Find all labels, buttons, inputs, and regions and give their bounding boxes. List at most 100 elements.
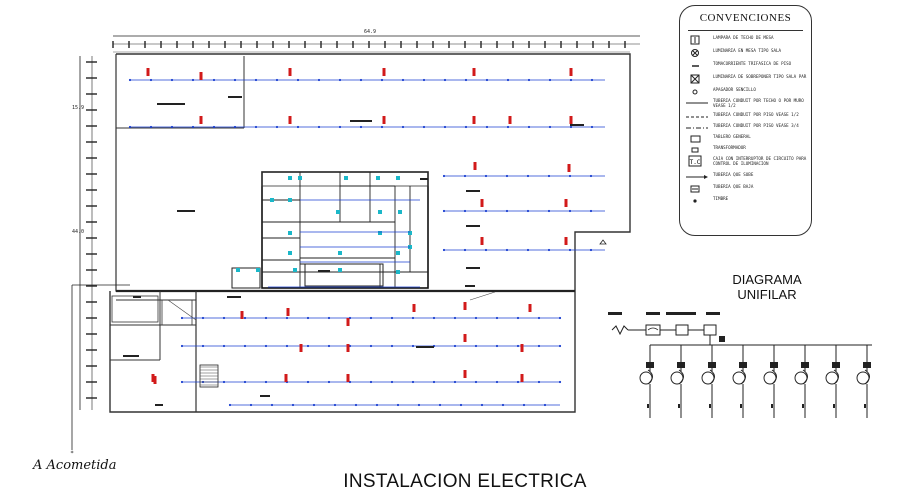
circuit-point bbox=[275, 78, 279, 82]
circuit-point bbox=[296, 78, 300, 82]
legend-item: TUBERIA QUE SUBE bbox=[684, 171, 809, 184]
circuit-point bbox=[312, 403, 316, 407]
branch-label-mark bbox=[801, 362, 809, 368]
circuit-point bbox=[464, 125, 468, 129]
circuit-point bbox=[338, 78, 342, 82]
legend-item: TUBERIA CONDUIT POR TECHO O POR MURO VEA… bbox=[684, 97, 809, 110]
legend-item-text: LUMINARIA EN MESA TIPO SALA bbox=[713, 48, 782, 53]
circuit-point bbox=[380, 125, 384, 129]
light-fixture bbox=[299, 344, 303, 352]
diagram-title-line2: UNIFILAR bbox=[737, 287, 797, 302]
building-outer-wall bbox=[116, 53, 631, 291]
light-fixture bbox=[508, 116, 512, 124]
legend-item: TUBERIA CONDUIT POR PISO VEASE 3/4 bbox=[684, 122, 809, 135]
legend-item: TABLERO GENERAL bbox=[684, 133, 809, 146]
legend-item: LUMINARIA DE SOBREPONER TIPO SALA PAR bbox=[684, 73, 809, 86]
plan-label-mark bbox=[260, 395, 270, 397]
legend-item-text: TUBERIA CONDUIT POR PISO VEASE 1/2 bbox=[713, 112, 799, 117]
core-fixture bbox=[336, 210, 340, 214]
door-swing bbox=[167, 299, 197, 321]
circuit-point bbox=[327, 316, 331, 320]
core-fixture bbox=[344, 176, 348, 180]
circuit-point bbox=[453, 344, 457, 348]
circuit-point bbox=[254, 125, 258, 129]
circuit-point bbox=[547, 209, 551, 213]
circuit-point bbox=[390, 316, 394, 320]
circuit-point bbox=[264, 316, 268, 320]
dash-icon bbox=[686, 60, 708, 73]
arrow-line-icon bbox=[686, 171, 708, 184]
legend-item-text: TUBERIA QUE BAJA bbox=[713, 184, 754, 189]
circuit-point bbox=[443, 125, 447, 129]
circuit-point bbox=[401, 78, 405, 82]
circuit-point bbox=[495, 316, 499, 320]
building-lower-wall bbox=[109, 291, 576, 413]
circuit-point bbox=[306, 316, 310, 320]
circuit-point bbox=[505, 248, 509, 252]
circuit-point bbox=[396, 403, 400, 407]
circuit-point bbox=[285, 344, 289, 348]
branch-breaker-arc bbox=[802, 369, 808, 385]
core-fixture bbox=[288, 176, 292, 180]
circuit-point bbox=[505, 209, 509, 213]
light-fixture bbox=[284, 374, 288, 382]
core-fixture bbox=[270, 198, 274, 202]
circuit-point bbox=[485, 125, 489, 129]
plan-label-mark bbox=[466, 225, 480, 227]
circuit-point bbox=[474, 316, 478, 320]
core-fixture bbox=[396, 270, 400, 274]
branch-label-mark bbox=[863, 362, 871, 368]
legend-item-text: TABLERO GENERAL bbox=[713, 134, 751, 139]
plan-label-mark bbox=[133, 296, 141, 298]
small-rect-icon bbox=[686, 144, 708, 157]
diagram-label-mark bbox=[646, 312, 660, 315]
door-swing bbox=[469, 291, 496, 301]
circuit-point bbox=[495, 344, 499, 348]
circuit-point bbox=[212, 78, 216, 82]
small-circle-icon bbox=[686, 86, 708, 99]
circuit-point bbox=[149, 125, 153, 129]
legend-item-text: LUMINARIA DE SOBREPONER TIPO SALA PAR bbox=[713, 74, 807, 79]
circuit-point bbox=[338, 125, 342, 129]
acometida-marker: * bbox=[70, 450, 74, 457]
circuit-point bbox=[522, 403, 526, 407]
light-fixture bbox=[199, 116, 203, 124]
circuit-point bbox=[243, 316, 247, 320]
dot-icon bbox=[686, 195, 708, 208]
diagram-label-mark bbox=[608, 312, 622, 315]
transformer-symbol bbox=[611, 325, 629, 336]
legend-item-text: APAGADOR SENCILLO bbox=[713, 87, 756, 92]
branch-breaker-arc bbox=[678, 369, 684, 385]
circuit-point bbox=[484, 248, 488, 252]
circuit-point bbox=[243, 380, 247, 384]
circuit-point bbox=[417, 403, 421, 407]
diagram-title-line1: DIAGRAMA bbox=[732, 272, 802, 287]
circuit-point bbox=[228, 403, 232, 407]
plan-label-mark bbox=[466, 190, 480, 192]
circuit-point bbox=[474, 380, 478, 384]
circuit-point bbox=[537, 344, 541, 348]
core-fixture bbox=[288, 251, 292, 255]
circuit-point bbox=[411, 380, 415, 384]
panel-symbol bbox=[719, 336, 725, 342]
circuit-point bbox=[453, 380, 457, 384]
circuit-point bbox=[254, 78, 258, 82]
light-fixture bbox=[569, 116, 573, 124]
plan-label-mark bbox=[350, 120, 372, 122]
circuit-point bbox=[180, 380, 184, 384]
circuit-point bbox=[526, 174, 530, 178]
legend-item-text: TIMBRE bbox=[713, 196, 729, 201]
plan-label-mark bbox=[420, 178, 428, 180]
circuit-point bbox=[296, 125, 300, 129]
line-icon bbox=[686, 97, 708, 110]
circuit-point bbox=[422, 78, 426, 82]
circuit-point bbox=[548, 78, 552, 82]
branch-label-mark bbox=[770, 362, 778, 368]
light-fixture bbox=[463, 302, 467, 310]
circuit-point bbox=[233, 125, 237, 129]
branch-number-mark bbox=[771, 404, 773, 408]
light-fixture bbox=[286, 308, 290, 316]
light-fixture bbox=[288, 116, 292, 124]
circuit-point bbox=[505, 174, 509, 178]
